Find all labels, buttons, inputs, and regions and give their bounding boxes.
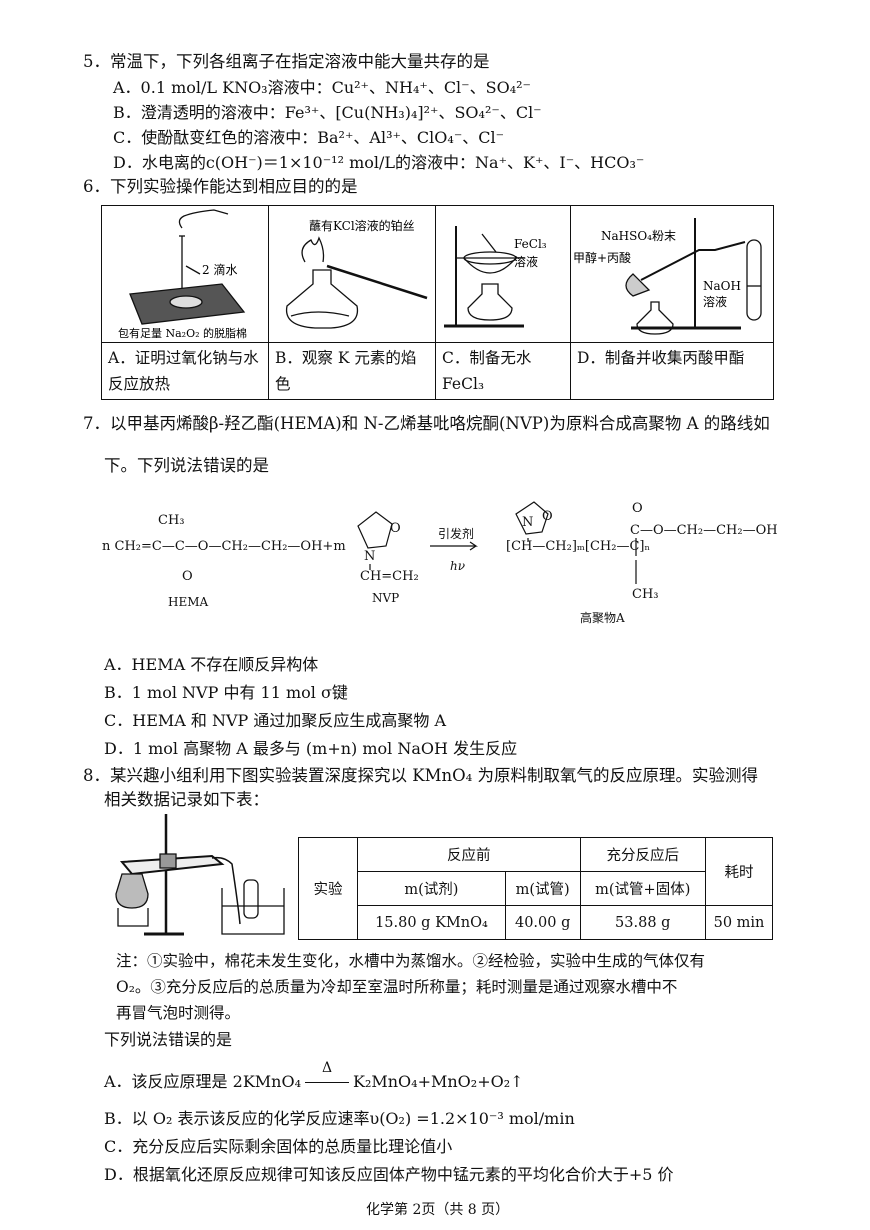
evaporation-apparatus-icon: FeCl₃ 溶液 (444, 226, 547, 328)
q5-stem: 5．常温下，下列各组离子在指定溶液中能大量共存的是 (83, 52, 490, 71)
col-before: 反应前 (357, 837, 581, 872)
q7-option-a: A．HEMA 不存在顺反异构体 (104, 655, 319, 674)
svg-text:N: N (364, 549, 375, 564)
svg-text:O: O (632, 501, 643, 516)
q7-option-b: B．1 mol NVP 中有 11 mol σ键 (104, 683, 348, 702)
reaction-condition: hν (450, 559, 465, 573)
q6-figure-b: 蘸有KCl溶液的铂丝 (269, 206, 435, 342)
svg-text:CH=CH₂: CH=CH₂ (360, 569, 419, 584)
svg-text:N: N (522, 515, 533, 530)
q5-option-c: C．使酚酞变红色的溶液中：Ba²⁺、Al³⁺、ClO₄⁻、Cl⁻ (113, 128, 505, 147)
heat-release-apparatus-icon: 2 滴水 包有足量 Na₂O₂ 的脱脂棉 (118, 209, 247, 340)
q8-stem-line1: 8．某兴趣小组利用下图实验装置深度探究以 KMnO₄ 为原料制取氧气的反应原理。… (83, 766, 758, 785)
q8-prompt: 下列说法错误的是 (104, 1030, 233, 1049)
q6-d-nahso4-label: NaHSO₄粉末 (601, 229, 676, 243)
flame-test-apparatus-icon: 蘸有KCl溶液的铂丝 (285, 218, 428, 329)
q5-option-b: B．澄清透明的溶液中：Fe³⁺、[Cu(NH₃)₄]²⁺、SO₄²⁻、Cl⁻ (113, 103, 542, 122)
q6-d-reactants-label: 甲醇+丙酸 (573, 250, 631, 265)
svg-text:O: O (182, 569, 193, 584)
svg-text:O: O (390, 521, 401, 536)
q6-d-naoh-label: NaOH (703, 279, 741, 293)
q6-options-table: 2 滴水 包有足量 Na₂O₂ 的脱脂棉 蘸有KCl溶液的铂丝 (101, 205, 774, 400)
q8-option-c: C．充分反应后实际剩余固体的总质量比理论值小 (104, 1137, 453, 1156)
col-m-tube: m(试管) (504, 871, 581, 906)
q6-figure-a: 2 滴水 包有足量 Na₂O₂ 的脱脂棉 (102, 206, 268, 342)
svg-text:[CH—CH₂]ₘ[CH₂—C]ₙ: [CH—CH₂]ₘ[CH₂—C]ₙ (506, 539, 650, 554)
q7-reaction-scheme: n CH₂=C—C—O—CH₂—CH₂—OH+m CH₃ O HEMA N O … (102, 501, 778, 625)
hema-label: HEMA (168, 595, 209, 609)
svg-text:CH₃: CH₃ (158, 513, 185, 528)
q8-note-line2: O₂。③充分反应后的总质量为冷却至室温时所称量；耗时测量是通过观察水槽中不 (116, 978, 678, 996)
q6-caption-a: A．证明过氧化钠与水反应放热 (101, 342, 269, 400)
value-time: 50 min (705, 905, 773, 940)
q8-option-a: A．该反应原理是 2KMnO₄ Δ K₂MnO₄+MnO₂+O₂↑ (104, 1060, 524, 1092)
heat-symbol: Δ (321, 1060, 333, 1076)
q8-option-b: B．以 O₂ 表示该反应的化学反应速率υ(O₂) =1.2×10⁻³ mol/m… (104, 1109, 575, 1128)
q6-a-cotton-label: 包有足量 Na₂O₂ 的脱脂棉 (118, 326, 247, 340)
col-time: 耗时 (705, 837, 773, 906)
value-tube: 40.00 g (504, 905, 581, 940)
q6-caption-c: C．制备无水 FeCl₃ (435, 342, 571, 400)
q6-caption-b: B．观察 K 元素的焰色 (268, 342, 436, 400)
q6-figure-d: NaHSO₄粉末 甲醇+丙酸 NaOH 溶液 (571, 206, 773, 342)
nvp-label: NVP (372, 591, 399, 605)
q8-note-line1: 注：①实验中，棉花未发生变化，水槽中为蒸馏水。②经检验，实验中生成的气体仅有 (116, 952, 706, 970)
q8-stem-line2: 相关数据记录如下表： (104, 790, 269, 809)
q6-b-wire-label: 蘸有KCl溶液的铂丝 (309, 218, 415, 233)
page-footer: 化学第 2页（共 8 页） (366, 1202, 510, 1218)
q7-option-d: D．1 mol 高聚物 A 最多与 (m+n) mol NaOH 发生反应 (104, 739, 518, 758)
reaction-arrow (430, 541, 478, 551)
q6-stem: 6．下列实验操作能达到相应目的的是 (83, 177, 358, 196)
q8-option-a-products: K₂MnO₄+MnO₂+O₂↑ (353, 1072, 524, 1091)
q6-d-solution-label: 溶液 (703, 294, 727, 309)
col-m-tube-solid: m(试管+固体) (579, 871, 706, 906)
svg-text:C—O—CH₂—CH₂—OH: C—O—CH₂—CH₂—OH (630, 523, 778, 538)
q8-note-line3: 再冒气泡时测得。 (116, 1004, 241, 1022)
col-m-reagent: m(试剂) (357, 871, 506, 906)
q6-c-solution-label: 溶液 (514, 254, 538, 269)
q8-option-d: D．根据氧化还原反应规律可知该反应固体产物中锰元素的平均化合价大于+5 价 (104, 1165, 674, 1184)
q6-figure-c: FeCl₃ 溶液 (436, 206, 570, 342)
reaction-condition-arrow: Δ (301, 1060, 353, 1091)
svg-text:n CH₂=C—C—O—CH₂—CH₂—OH+m: n CH₂=C—C—O—CH₂—CH₂—OH+m (102, 539, 346, 554)
oxygen-preparation-apparatus-icon (115, 814, 285, 936)
q6-c-fecl3-label: FeCl₃ (514, 237, 547, 251)
q6-a-water-label: 2 滴水 (202, 262, 237, 277)
q5-option-a: A．0.1 mol/L KNO₃溶液中：Cu²⁺、NH₄⁺、Cl⁻、SO₄²⁻ (113, 78, 531, 97)
svg-text:CH₃: CH₃ (632, 587, 659, 602)
q8-option-a-reactant: A．该反应原理是 2KMnO₄ (104, 1072, 301, 1091)
col-experiment: 实验 (298, 837, 358, 940)
q6-caption-d: D．制备并收集丙酸甲酯 (570, 342, 774, 400)
q7-stem-line1: 7．以甲基丙烯酸β-羟乙酯(HEMA)和 N-乙烯基吡咯烷酮(NVP)为原料合成… (83, 414, 770, 433)
product-label: 高聚物A (580, 610, 625, 625)
q8-data-table: 实验 反应前 充分反应后 耗时 m(试剂) m(试管) m(试管+固体) 15.… (298, 837, 773, 940)
col-after: 充分反应后 (579, 837, 706, 872)
ester-distillation-apparatus-icon: NaHSO₄粉末 甲醇+丙酸 NaOH 溶液 (573, 218, 762, 335)
q7-option-c: C．HEMA 和 NVP 通过加聚反应生成高聚物 A (104, 711, 447, 730)
q7-stem-line2: 下。下列说法错误的是 (104, 456, 269, 475)
q5-option-d: D．水电离的c(OH⁻)＝1×10⁻¹² mol/L的溶液中：Na⁺、K⁺、I⁻… (113, 153, 645, 172)
reaction-reagent: 引发剂 (438, 526, 474, 541)
value-tube-solid: 53.88 g (579, 905, 706, 940)
value-reagent: 15.80 g KMnO₄ (357, 905, 506, 940)
